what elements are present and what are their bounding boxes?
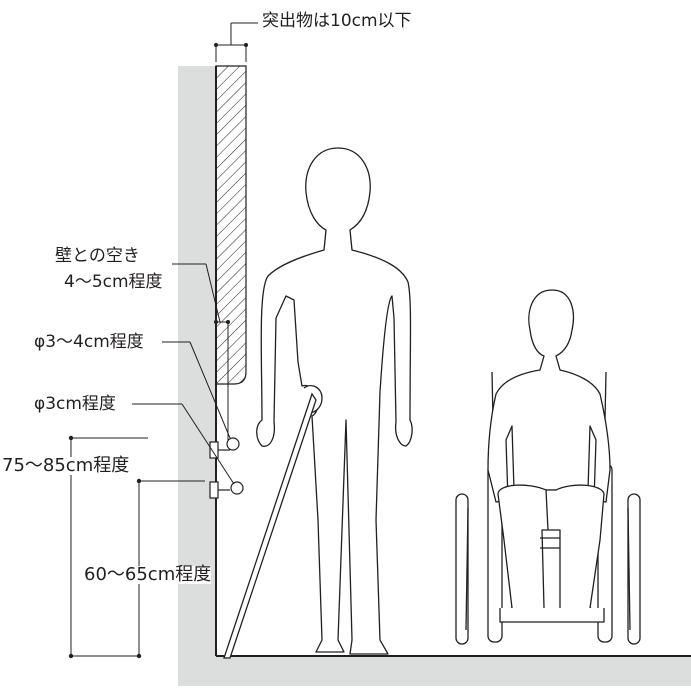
diameter-leaders — [132, 341, 235, 485]
standing-person-figure — [256, 147, 413, 655]
rail-upper-diameter-label: φ3〜4cm程度 — [34, 332, 144, 352]
white-cane — [223, 392, 317, 659]
wall-gap-label-line2: 4〜5cm程度 — [64, 272, 163, 292]
protrusion-label: 突出物は10cm以下 — [262, 11, 412, 31]
wall-gap-label-line1: 壁との空き — [55, 246, 140, 266]
wheelchair-user-figure — [455, 289, 641, 645]
handrail-upper — [209, 437, 240, 459]
rail-lower-height-label: 60〜65cm程度 — [84, 564, 212, 585]
handrail-lower — [209, 481, 244, 499]
protrusion-dimension — [215, 22, 258, 62]
rail-lower-diameter-label: φ3cm程度 — [34, 394, 116, 414]
protruding-object — [215, 65, 247, 385]
wall-and-floor — [178, 66, 691, 686]
rail-upper-height-label: 75〜85cm程度 — [2, 455, 130, 476]
